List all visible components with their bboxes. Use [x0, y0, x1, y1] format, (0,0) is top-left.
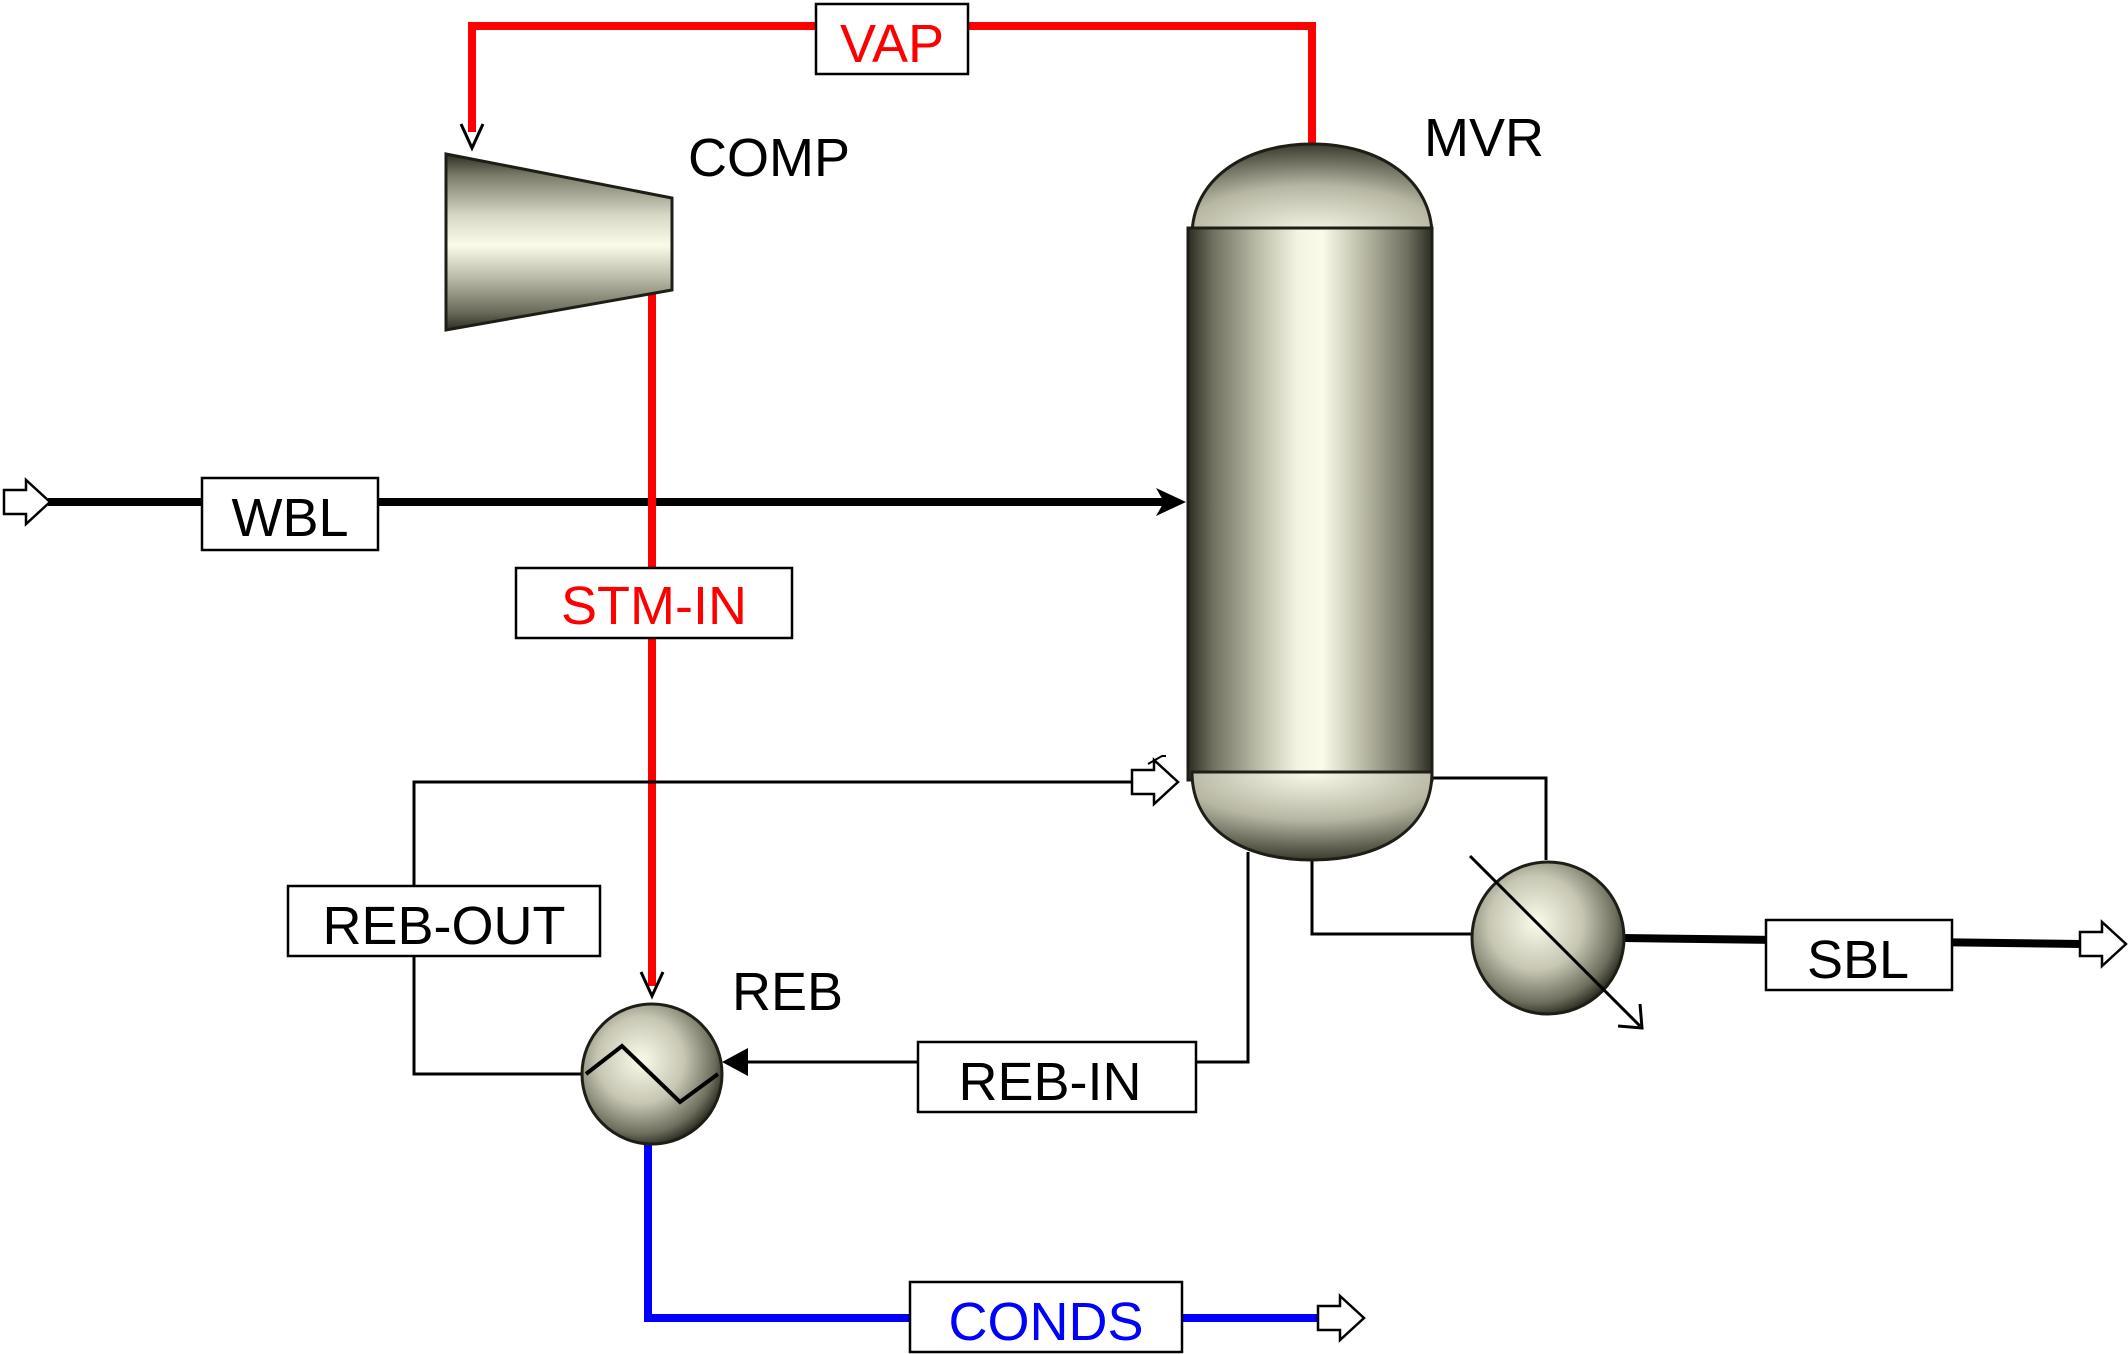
mvr-top-head — [1190, 142, 1434, 238]
stream-conds-label-box — [908, 1280, 1184, 1354]
mvr-bottom-head — [1190, 770, 1434, 862]
stream-conds-label: CONDS — [948, 1292, 1143, 1352]
mvr-shell-icon — [1186, 226, 1434, 782]
stream-wbl[interactable]: WBL — [2, 476, 1186, 552]
compressor-comp[interactable]: COMP — [444, 128, 850, 332]
stream-sbl-label-box — [1764, 918, 1954, 992]
stream-vap-label-box — [814, 2, 970, 76]
reboiler-label: REB — [732, 962, 843, 1022]
stream-sbl-label: SBL — [1807, 930, 1909, 990]
stream-stm-in-label-box — [514, 566, 794, 640]
reboiler-reb[interactable]: REB — [580, 962, 843, 1146]
stream-reb-in-label-box — [916, 1040, 1198, 1114]
heater-sbl[interactable] — [1468, 854, 1644, 1030]
stream-reb-out-label: REB-OUT — [323, 896, 566, 956]
stream-wbl-label: WBL — [231, 488, 348, 548]
stream-vap-label: VAP — [840, 14, 944, 74]
compressor-label: COMP — [688, 128, 850, 188]
reb-out-return-tick — [1147, 755, 1166, 765]
stream-reb-in-label: REB-IN — [958, 1052, 1141, 1112]
heater-diagonal-icon — [1468, 854, 1642, 1028]
mvr-label: MVR — [1424, 108, 1544, 168]
stream-conds[interactable]: CONDS — [644, 1142, 1366, 1354]
heater-vent-line — [1430, 776, 1548, 860]
evaporator-mvr[interactable]: MVR — [1186, 108, 1544, 862]
stream-reb-in-arrowhead — [722, 1048, 748, 1076]
compressor-icon — [444, 152, 674, 332]
stream-reb-out-label-box — [286, 884, 602, 958]
conds-product-port-icon — [1316, 1293, 1366, 1343]
stream-reb-in-line — [740, 852, 1250, 1064]
stream-reb-out[interactable]: REB-OUT — [286, 755, 1180, 1076]
heater-diagonal-arrowhead — [1617, 1003, 1644, 1030]
stream-stm-in[interactable]: STM-IN — [514, 292, 794, 1000]
mvr-bottoms-line — [1310, 848, 1476, 936]
stream-stm-in-arrowhead — [639, 971, 665, 1000]
stream-wbl-arrowhead — [1156, 488, 1186, 516]
reboiler-coil-icon — [584, 1043, 720, 1105]
stream-vap-arrowhead — [459, 123, 485, 152]
stream-stm-in-label: STM-IN — [561, 576, 747, 636]
wbl-feed-port-icon — [2, 477, 52, 527]
reb-out-return-port-icon — [1130, 757, 1180, 807]
stream-reb-in[interactable]: REB-IN — [722, 852, 1250, 1114]
mvr-to-heater-lines — [1310, 776, 1548, 936]
sbl-product-port-icon — [2078, 919, 2128, 969]
stream-wbl-label-box — [200, 476, 380, 552]
heater-icon — [1470, 860, 1626, 1016]
stream-vap[interactable]: VAP — [459, 2, 1316, 152]
stream-sbl[interactable]: SBL — [1621, 918, 2128, 992]
